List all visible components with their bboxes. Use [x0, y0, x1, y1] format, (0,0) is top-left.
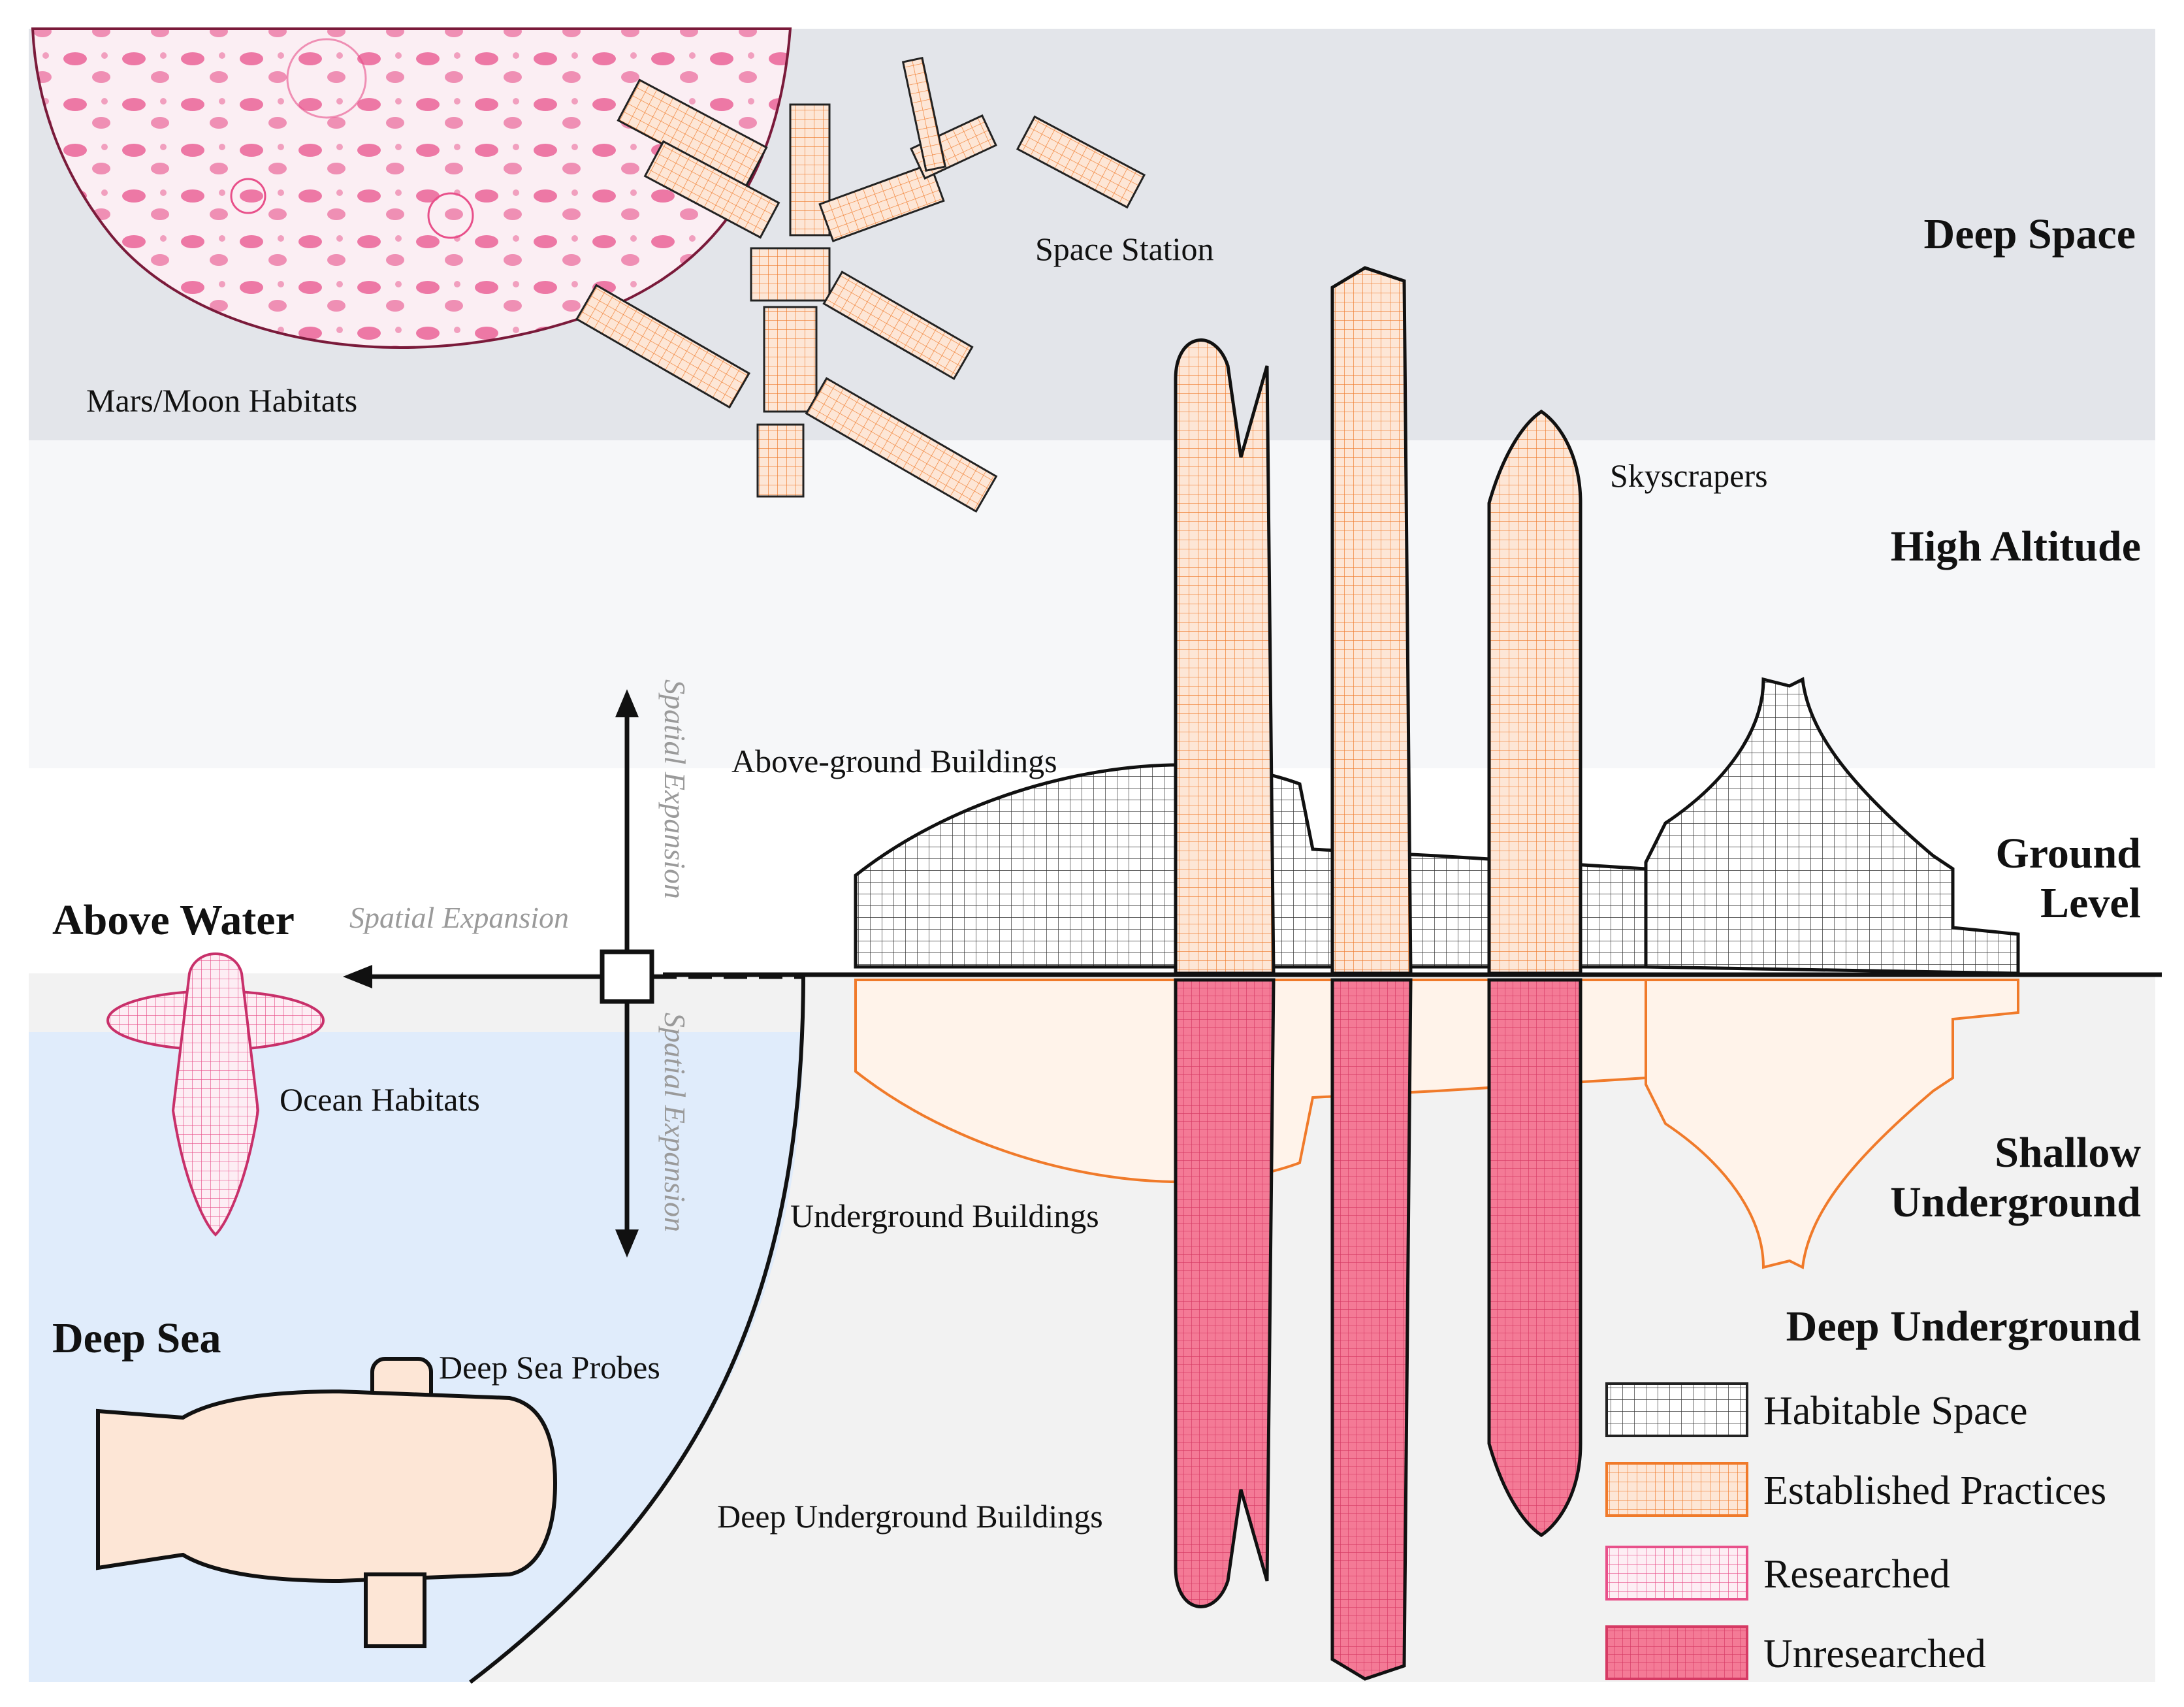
spatial-expansion-down-label: Spatial Expansion [658, 1013, 692, 1232]
label-ocean-habitats: Ocean Habitats [280, 1081, 480, 1118]
legend: Habitable Space Established Practices Re… [1605, 1382, 2106, 1680]
zone-high-altitude: High Altitude [1891, 523, 2141, 570]
deep-sea-probe-illustration [96, 1357, 558, 1648]
legend-swatch-researched [1605, 1546, 1748, 1601]
legend-label-unresearched: Unresearched [1763, 1632, 1986, 1676]
high-altitude-band [29, 440, 2155, 768]
label-skyscrapers: Skyscrapers [1610, 457, 1768, 494]
moon-illustration [31, 27, 792, 349]
earth-curve [469, 973, 805, 1684]
label-space-station: Space Station [1035, 231, 1214, 267]
zone-shallow-underground-line1: Shallow [1995, 1129, 2141, 1177]
ocean-habitat-illustration [106, 952, 325, 1237]
label-mars-moon: Mars/Moon Habitats [86, 382, 357, 419]
label-underground-buildings: Underground Buildings [790, 1197, 1099, 1234]
legend-swatch-established [1605, 1462, 1748, 1517]
legend-label-researched: Researched [1763, 1552, 1950, 1597]
zone-ground-level-line2: Level [2040, 879, 2141, 927]
legend-label-habitable: Habitable Space [1763, 1389, 2028, 1433]
legend-swatch-unresearched [1605, 1625, 1748, 1680]
legend-label-established: Established Practices [1763, 1469, 2106, 1513]
zone-ground-level-line1: Ground [1995, 830, 2141, 877]
zone-above-water: Above Water [52, 896, 295, 944]
zone-deep-sea: Deep Sea [52, 1314, 221, 1362]
zone-shallow-underground-line2: Underground [1890, 1179, 2141, 1226]
label-above-ground: Above-ground Buildings [731, 743, 1057, 779]
spatial-expansion-arrows [343, 689, 803, 1258]
label-deep-underground-buildings: Deep Underground Buildings [717, 1498, 1103, 1535]
zone-deep-space: Deep Space [1924, 210, 2136, 258]
legend-swatch-habitable [1605, 1382, 1748, 1437]
deep-underground-buildings [1174, 978, 1582, 1681]
skyscrapers-above [1174, 266, 1582, 975]
spatial-expansion-up-label: Spatial Expansion [658, 679, 692, 899]
zone-deep-underground: Deep Underground [1786, 1303, 2141, 1350]
spatial-expansion-left-label: Spatial Expansion [349, 901, 569, 934]
space-station-illustration [575, 56, 1146, 513]
label-deep-sea-probes: Deep Sea Probes [439, 1349, 660, 1386]
